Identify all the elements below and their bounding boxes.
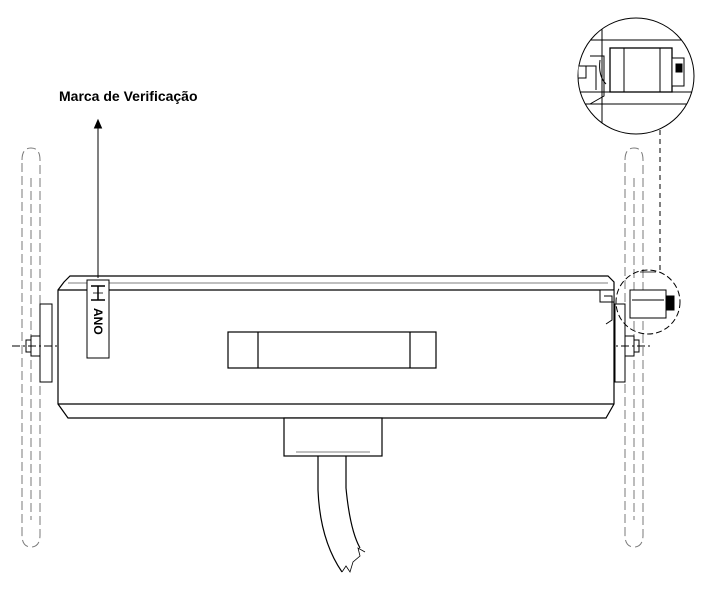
latch-clip: [599, 289, 615, 325]
verification-mark-label: Marca de Verificação: [59, 88, 198, 104]
left-bracket: [12, 303, 58, 383]
detail-circle-small: [615, 269, 681, 335]
inmetro-logo-icon: [91, 285, 105, 301]
cable: [317, 456, 366, 573]
callout-arrow: [93, 118, 103, 278]
seal-year-text: ANO: [91, 308, 105, 335]
cable-gland: [283, 417, 383, 457]
verification-seal: ANO: [86, 279, 110, 359]
right-bracket: [605, 303, 650, 383]
display-window: [227, 331, 437, 369]
detail-circle-large: [577, 17, 695, 135]
device-housing: [57, 275, 615, 419]
